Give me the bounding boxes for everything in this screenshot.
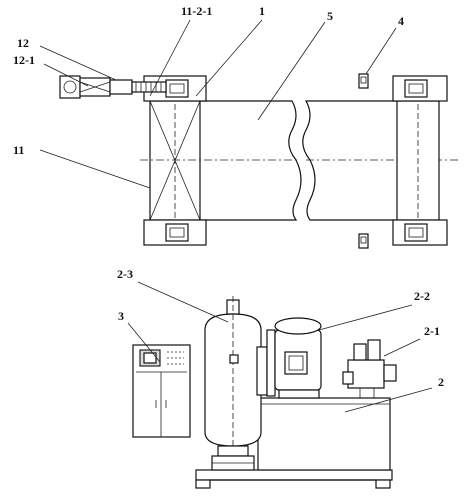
valve-solenoid-right [383,364,397,382]
leader-5 [257,21,326,121]
motor-top-cap [274,317,322,335]
part-labels: 11-2-1 1 5 4 12 12-1 11 2-3 2-2 3 2-1 2 [13,4,444,389]
leader-11 [39,149,151,189]
bearing-block-top-right [404,79,428,98]
motor-end-circle [63,80,77,94]
control-cabinet [132,344,191,438]
accumulator-gauge [229,354,239,364]
hydraulic-station [195,296,397,489]
label-12-1: 12-1 [13,53,35,67]
bearing-block-top-left [165,79,189,98]
base-foot-right [375,479,391,489]
leader-2-1 [383,338,421,357]
belt-conveyor-top-view [140,73,460,249]
label-4: 4 [398,14,404,28]
label-5: 5 [327,9,333,23]
bearing-block-bottom-left [165,223,189,242]
bearing-inner-top-left [169,83,185,94]
valve-top-left [353,343,367,361]
leader-2-3 [137,281,229,323]
cabinet-display-screen [143,352,157,364]
sensor-bottom [358,233,369,249]
valve-block [347,359,385,389]
leader-11-2-1 [149,19,191,97]
motor-foot [278,389,320,399]
label-11: 11 [13,143,24,157]
leader-12-1 [43,63,89,87]
accumulator-base [217,445,249,457]
motor-mount-plate [266,329,276,397]
label-2-2: 2-2 [414,289,430,303]
leader-1 [195,19,263,97]
drive-motor-unit [59,75,167,99]
leader-2-2 [318,304,413,331]
oil-tank [257,397,391,471]
label-3: 3 [118,309,124,323]
sensor-bottom-window [360,236,367,244]
sensor-top-window [360,76,367,84]
valve-solenoid-left [342,371,354,385]
label-12: 12 [17,36,29,50]
coupling-shaft [131,81,167,93]
valve-top-right [367,339,381,361]
leader-3 [127,322,161,363]
motor-end-cap [59,75,81,99]
bearing-block-bottom-right [404,223,428,242]
label-2-1: 2-1 [424,324,440,338]
sensor-top [358,73,369,89]
base-frame-top [195,469,393,481]
belt-right-section [302,100,400,221]
label-2-3: 2-3 [117,267,133,281]
leader-12 [39,45,117,81]
leader-lines [39,19,433,413]
leader-2 [344,387,433,413]
bearing-inner-top-right [408,83,424,94]
motor-terminal-inner [288,355,304,371]
leader-4 [365,27,397,75]
label-11-2-1: 11-2-1 [181,4,212,18]
bearing-inner-bottom-right [408,227,424,238]
motor-body-line-b [79,81,111,93]
base-foot-left [195,479,211,489]
motor-flange [256,346,268,396]
gearbox [109,79,133,95]
label-1: 1 [259,4,265,18]
label-2: 2 [438,375,444,389]
motor-terminal-box [284,351,308,375]
bearing-inner-bottom-left [169,227,185,238]
